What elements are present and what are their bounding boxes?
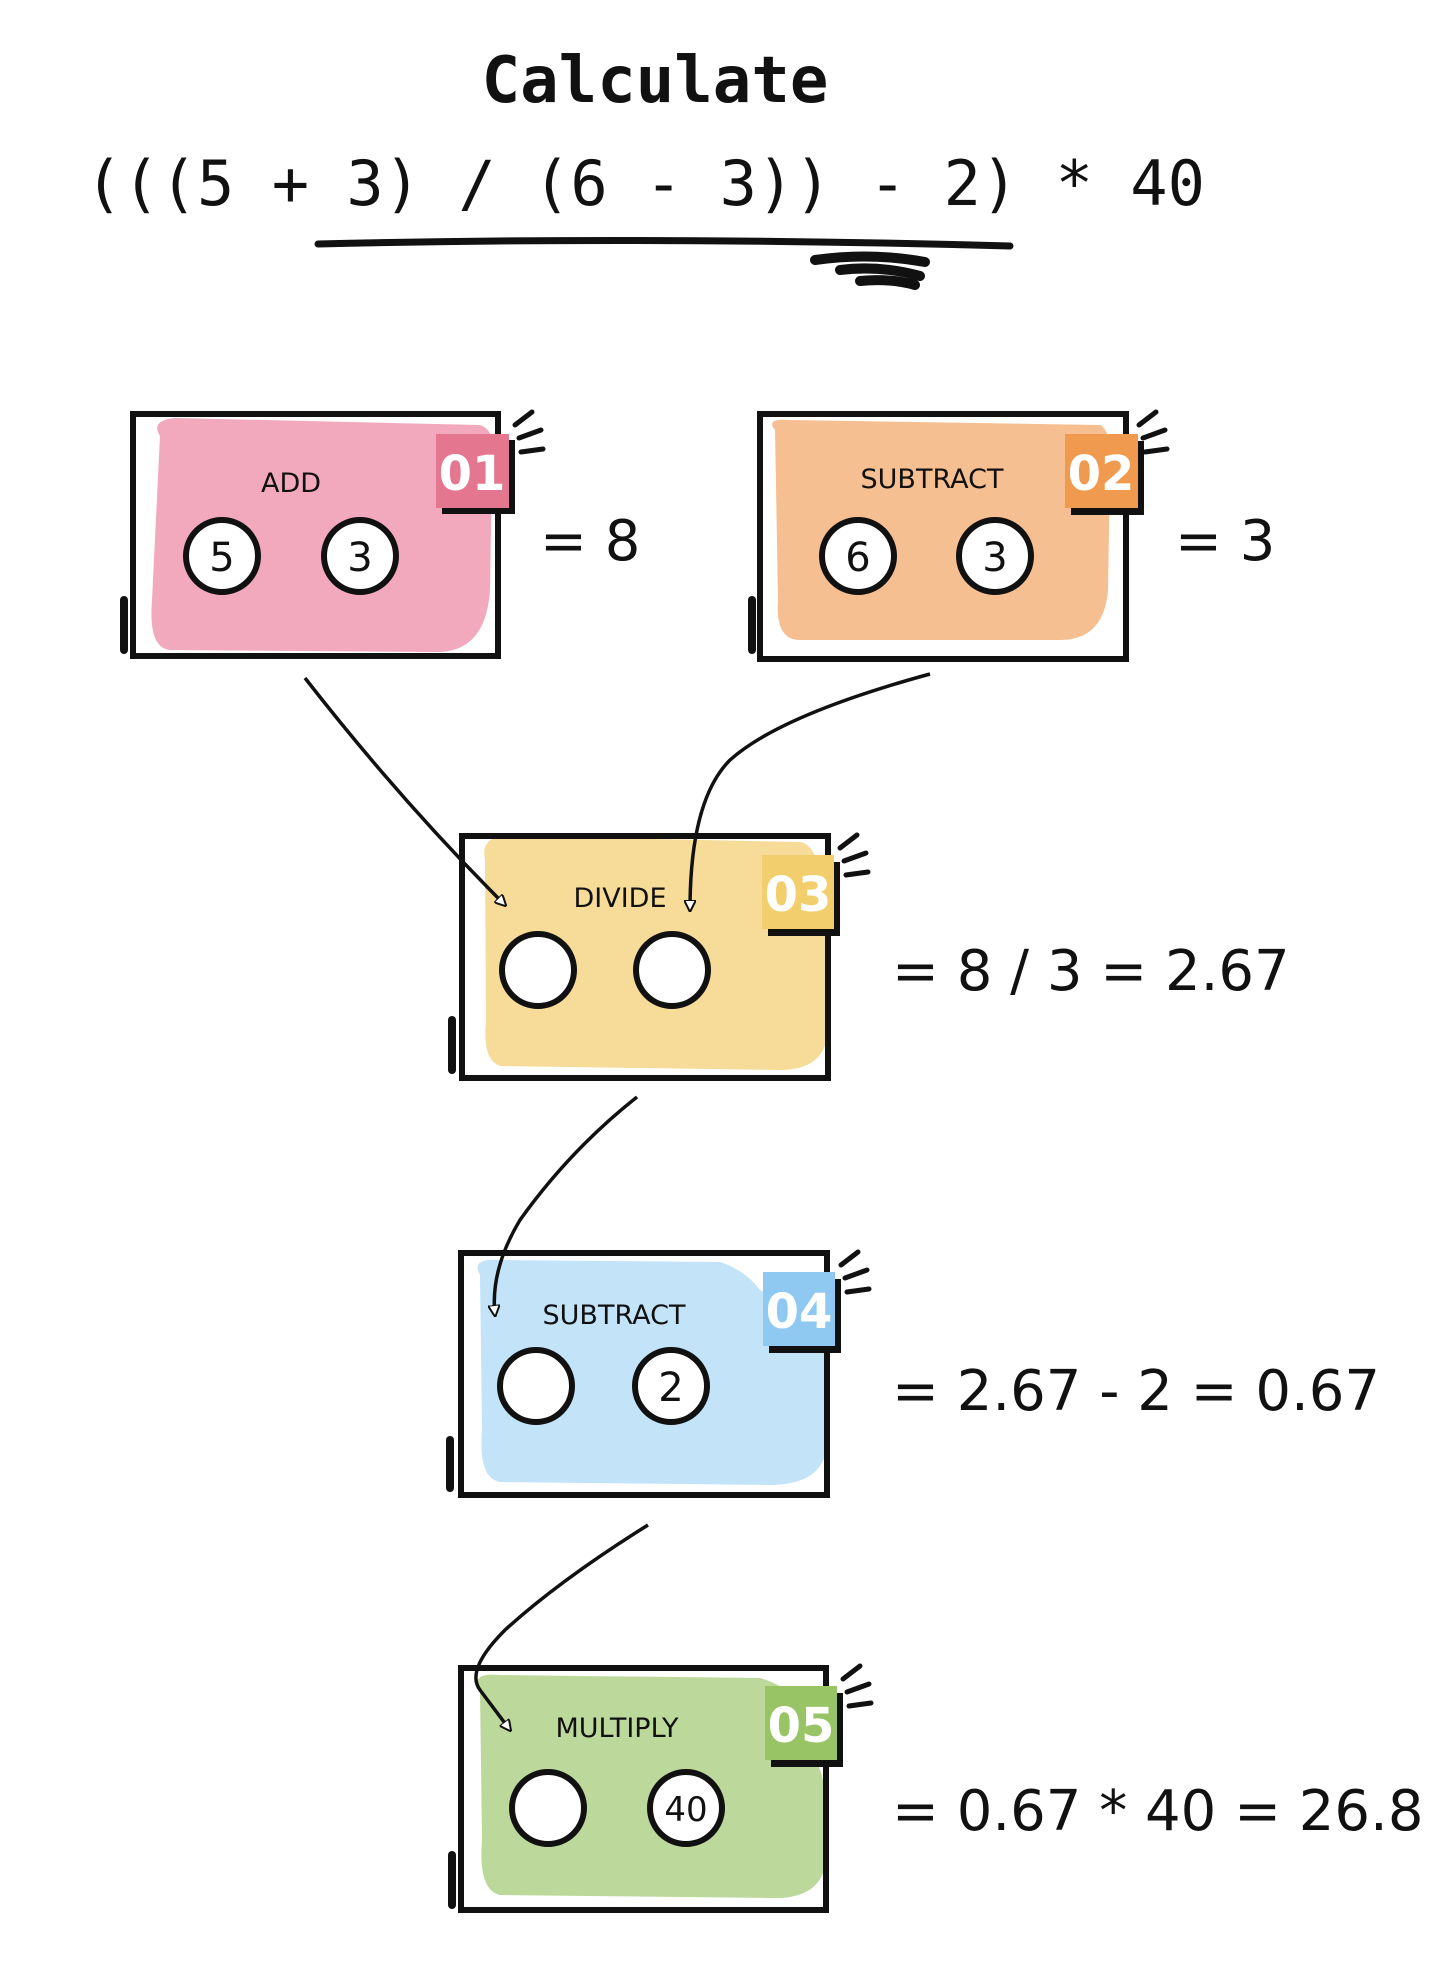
sparkle-icon <box>840 1663 874 1709</box>
step-03-number-tag <box>762 855 834 929</box>
diagram-expression: (((5 + 3) / (6 - 3)) - 2) * 40 <box>85 147 1205 220</box>
title-underline-scribble <box>810 251 930 290</box>
step-05-input-1 <box>509 1769 587 1847</box>
svg-text:5: 5 <box>209 535 234 581</box>
step-card-01: 01 ADD 5 3 = 8 <box>120 409 640 659</box>
step-02-result: = 3 <box>1175 509 1275 574</box>
step-02-input-1 <box>819 517 897 595</box>
step-02-number: 02 <box>1068 446 1135 502</box>
step-01-number-tag <box>436 434 509 508</box>
title-underline <box>314 236 1014 250</box>
arrow-step04-to-step05 <box>474 1523 649 1730</box>
svg-text:40: 40 <box>664 1790 707 1830</box>
step-05-number: 05 <box>768 1698 835 1754</box>
sparkle-icon <box>837 832 871 878</box>
step-02-label: SUBTRACT <box>861 464 1004 495</box>
svg-text:2: 2 <box>658 1365 683 1411</box>
step-04-input-2 <box>632 1347 710 1425</box>
svg-text:3: 3 <box>347 535 372 581</box>
step-card-04: 04 SUBTRACT 2 = 2.67 - 2 = 0.67 <box>446 1249 1380 1498</box>
step-01-input-1 <box>183 517 261 595</box>
svg-text:3: 3 <box>982 535 1007 581</box>
step-card-05: 05 MULTIPLY 40 = 0.67 * 40 = 26.8 <box>448 1663 1423 1913</box>
sparkle-icon <box>512 409 546 455</box>
step-05-input-2 <box>647 1769 725 1847</box>
step-03-input-1 <box>499 931 577 1009</box>
step-card-03: 03 DIVIDE = 8 / 3 = 2.67 <box>448 832 1290 1081</box>
step-03-number: 03 <box>765 867 832 923</box>
step-04-number-tag <box>763 1272 835 1346</box>
step-03-frame <box>459 833 831 1081</box>
arrow-step03-to-step04 <box>494 1095 639 1315</box>
step-03-result: = 8 / 3 = 2.67 <box>892 939 1290 1004</box>
step-03-input-2 <box>633 931 711 1009</box>
step-01-result: = 8 <box>540 509 640 574</box>
sparkle-icon <box>1136 409 1170 455</box>
step-05-label: MULTIPLY <box>555 1713 679 1744</box>
step-05-result: = 0.67 * 40 = 26.8 <box>892 1779 1423 1844</box>
step-01-label: ADD <box>261 468 321 499</box>
svg-text:6: 6 <box>845 535 870 581</box>
step-01-frame <box>130 411 501 659</box>
step-02-number-tag <box>1065 434 1138 508</box>
sparkle-icon <box>838 1249 872 1295</box>
step-01-number: 01 <box>439 446 506 502</box>
step-04-frame <box>458 1250 830 1498</box>
step-05-number-tag <box>765 1686 837 1760</box>
step-04-number: 04 <box>766 1284 833 1340</box>
step-04-result: = 2.67 - 2 = 0.67 <box>892 1359 1380 1424</box>
step-02-frame <box>757 411 1129 662</box>
arrow-step02-to-step03 <box>690 672 931 910</box>
step-05-frame <box>458 1665 829 1913</box>
step-01-highlight <box>151 418 494 652</box>
step-01-input-2 <box>321 517 399 595</box>
step-04-label: SUBTRACT <box>543 1300 686 1331</box>
step-04-input-1 <box>497 1347 575 1425</box>
step-02-highlight <box>772 419 1111 640</box>
arrow-step01-to-step03 <box>303 676 505 905</box>
diagram-title: Calculate <box>482 44 829 118</box>
step-02-input-2 <box>956 517 1034 595</box>
step-03-label: DIVIDE <box>573 883 666 914</box>
step-card-02: 02 SUBTRACT 6 3 = 3 <box>748 409 1275 662</box>
